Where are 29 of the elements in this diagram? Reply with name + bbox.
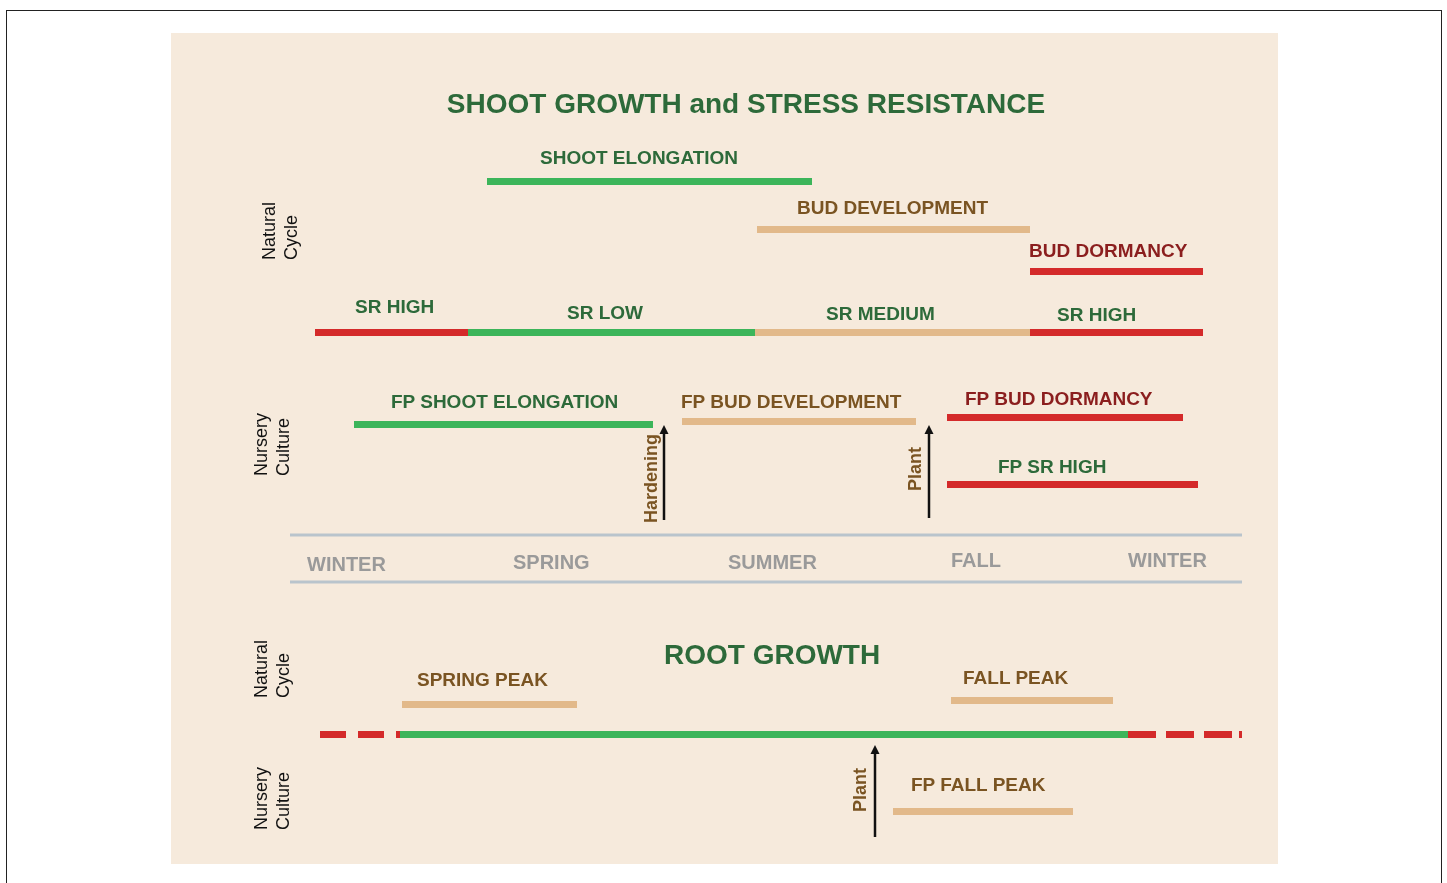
bar-label: SHOOT ELONGATION xyxy=(540,147,739,169)
marker-label: Plant xyxy=(905,447,925,491)
season-label: SUMMER xyxy=(728,551,817,574)
season-label: WINTER xyxy=(307,553,386,576)
bar-label: FP BUD DORMANCY xyxy=(965,388,1153,410)
season-label: FALL xyxy=(951,549,1001,572)
marker-label: Plant xyxy=(850,768,870,812)
row-label: Nursery Culture xyxy=(250,412,294,476)
row-label: Natural Cycle xyxy=(258,200,302,260)
bar-label: FP BUD DEVELOPMENT xyxy=(681,391,902,413)
bar-label: FALL PEAK xyxy=(963,667,1069,689)
bar-label: SR HIGH xyxy=(355,296,435,318)
marker-label: Hardening xyxy=(641,434,661,523)
row-label: Nursery Culture xyxy=(250,766,294,830)
season-label: SPRING xyxy=(513,551,590,574)
bar-label: SR HIGH xyxy=(1057,304,1137,326)
row-label: Natural Cycle xyxy=(250,638,294,698)
bar-label: FP SR HIGH xyxy=(998,456,1107,478)
bar-label: BUD DORMANCY xyxy=(1029,240,1188,262)
timeline-bar xyxy=(320,731,1242,738)
bar-label: BUD DEVELOPMENT xyxy=(797,197,989,219)
bar-label: SR MEDIUM xyxy=(826,303,935,325)
diagram-title: SHOOT GROWTH and STRESS RESISTANCE xyxy=(446,88,1046,120)
bar-label: FP FALL PEAK xyxy=(911,774,1046,796)
bar-label: SPRING PEAK xyxy=(417,669,548,691)
section-heading: ROOT GROWTH xyxy=(664,639,881,671)
bar-label: FP SHOOT ELONGATION xyxy=(391,391,619,413)
season-label: WINTER xyxy=(1128,549,1207,572)
bar-label: SR LOW xyxy=(567,302,643,324)
